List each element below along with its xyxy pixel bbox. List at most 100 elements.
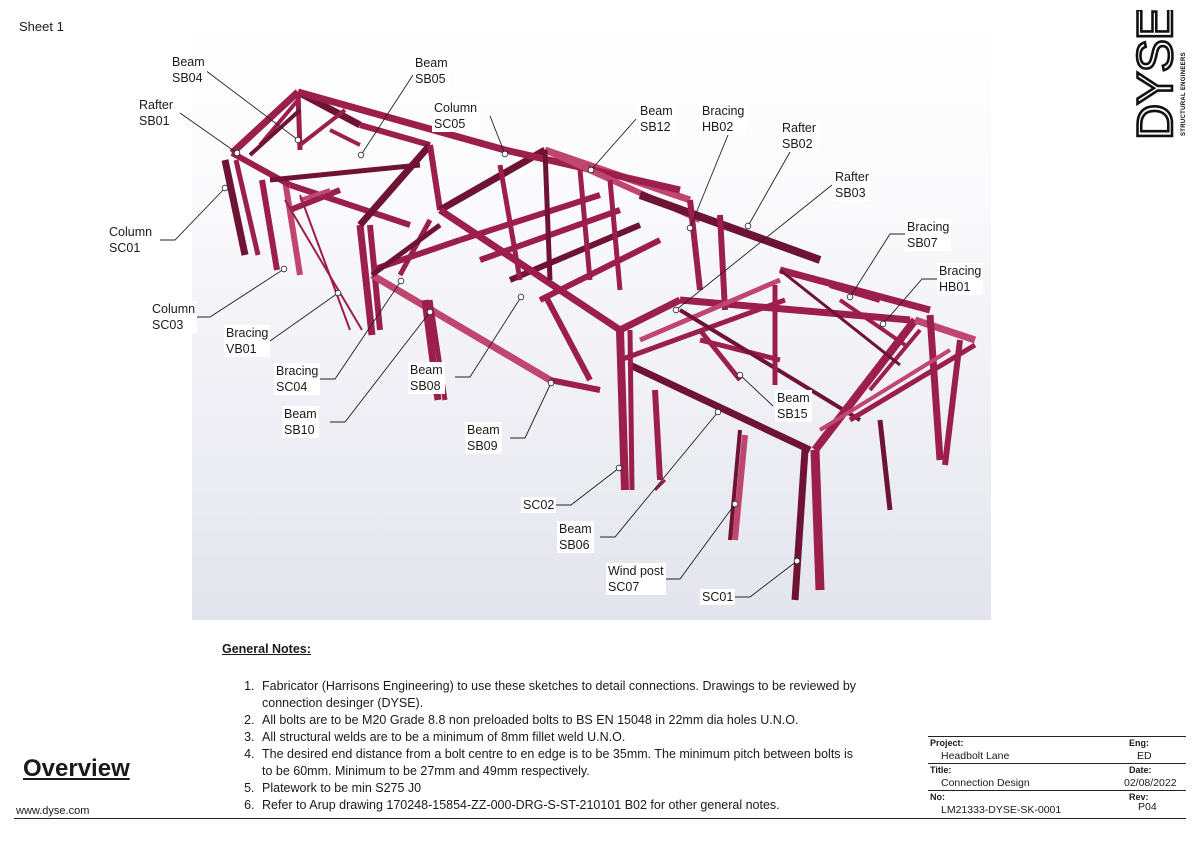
leader-dot-sc01-bottom [793,557,801,565]
leader-line-wind-post-sc07 [665,503,736,580]
date-label: Date: [1129,765,1152,775]
leader-line-bracing-hb02 [689,134,729,229]
steel-member [653,478,667,492]
callout-line: SB03 [835,186,866,200]
callout-line: SC01 [702,590,734,604]
number-value: LM21333-DYSE-SK-0001 [941,804,1062,816]
callout-line: Bracing [276,364,319,378]
title-value: Connection Design [941,777,1030,789]
general-note-item: Refer to Arup drawing 170248-15854-ZZ-00… [258,797,862,814]
general-notes-list: Fabricator (Harrisons Engineering) to us… [222,678,862,814]
steel-member [299,188,331,202]
leader-line-sc01-bottom [735,560,798,598]
steel-member [297,88,506,154]
callout-line: SB01 [139,114,170,128]
eng-value: ED [1137,750,1152,762]
steel-member [542,293,593,382]
leader-line-column-sc05 [489,115,506,155]
callout-line: Beam [467,423,500,437]
steel-member [357,142,433,228]
steel-member [284,199,363,331]
footer-divider [14,818,1186,819]
leader-dot-bracing-sc04 [397,277,405,285]
steel-member [728,429,742,541]
steel-member [698,328,742,382]
leader-dot-column-sc05 [501,150,509,158]
steel-member [779,268,901,367]
leader-dot-column-sc01 [221,184,229,192]
eng-label: Eng: [1129,738,1149,748]
leader-dot-bracing-sb07 [846,293,854,301]
callout-line: SC04 [276,380,308,394]
callout-line: SB04 [172,71,203,85]
callout-line: Beam [415,56,448,70]
rev-value: P04 [1138,801,1157,813]
steel-member [438,146,547,214]
title-block-row-title: Title: Connection Design Date: 02/08/202… [928,763,1186,791]
callout-line: SC02 [523,498,555,512]
leader-line-sc02 [556,467,620,506]
logo-tagline: STRUCTURAL ENGINEERS [1181,52,1187,136]
callout-line: SB15 [777,407,808,421]
structural-model-render [192,18,991,620]
date-value: 02/08/2022 [1124,777,1177,789]
leader-line-beam-sb06 [600,411,719,538]
steel-member [288,187,342,213]
leader-line-beam-sb09 [510,382,552,439]
callout-line: Bracing [939,264,982,278]
leader-line-rafter-sb02 [747,151,791,227]
steel-member [497,164,523,281]
steel-member [329,128,361,147]
steel-member [942,339,963,466]
callout-line: Beam [410,363,443,377]
steel-member [717,214,728,311]
steel-member [732,434,748,541]
project-value: Headbolt Lane [941,750,1010,762]
steel-member [370,222,442,278]
title-block-row-number: No: LM21333-DYSE-SK-0001 Rev: P04 [928,790,1186,818]
callout-line: VB01 [226,342,257,356]
callout-line: SB10 [284,423,315,437]
steel-member [299,194,351,331]
website-link[interactable]: www.dyse.com [16,805,90,817]
callout-line: Column [434,101,478,115]
title-label: Title: [930,765,952,775]
steel-member [542,149,553,281]
steel-member [233,159,261,256]
callout-line: Beam [172,55,205,69]
leader-dot-column-sc03 [280,265,288,273]
title-block-row-project: Project: Headbolt Lane Eng: ED [928,736,1186,764]
leader-dot-sc02 [615,464,623,472]
dyse-logo: DYSE STRUCTURAL ENGINEERS [1128,10,1187,141]
steel-member [359,122,431,148]
overview-heading: Overview [23,755,130,782]
leader-dot-bracing-hb01 [879,320,887,328]
steel-member [926,314,944,461]
callout-line: SB09 [467,439,498,453]
steel-member [248,108,302,157]
leader-line-beam-sb12 [590,118,637,171]
steel-member [913,316,977,344]
callout-line: SC03 [152,318,184,332]
leader-dot-beam-sb10 [426,308,434,316]
callout-line: Rafter [139,98,174,112]
steel-member [370,271,552,384]
callout-line: HB01 [939,280,971,294]
number-label: No: [930,792,945,802]
leader-line-bracing-vb01 [269,292,339,342]
callout-line: SB02 [782,137,813,151]
general-notes-title: General Notes: [222,642,311,656]
leader-dot-rafter-sb02 [744,222,752,230]
